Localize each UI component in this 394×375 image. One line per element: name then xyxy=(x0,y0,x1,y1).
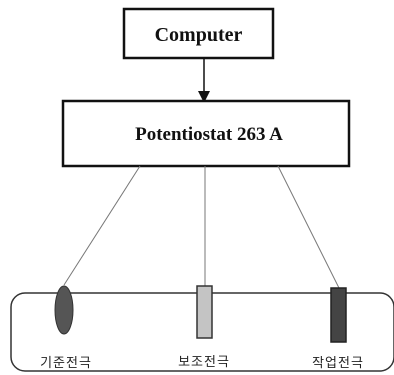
computer-node: Computer xyxy=(122,7,275,60)
working-electrode-label: 작업전극 xyxy=(312,356,364,371)
potentiostat-box xyxy=(61,99,351,168)
potentiostat-node: Potentiostat 263 A xyxy=(61,99,351,168)
counter-electrode xyxy=(196,285,213,339)
counter-electrode-label: 보조전극 xyxy=(178,355,230,370)
wire-reference-electrode xyxy=(63,165,141,286)
computer-box xyxy=(122,7,275,60)
computer-label: Computer xyxy=(155,24,243,46)
reference-electrode xyxy=(54,285,74,335)
working-electrode xyxy=(330,287,347,343)
wire-working-electrode xyxy=(277,165,340,289)
reference-electrode-label: 기준전극 xyxy=(40,356,92,371)
potentiostat-label: Potentiostat 263 A xyxy=(135,124,283,145)
